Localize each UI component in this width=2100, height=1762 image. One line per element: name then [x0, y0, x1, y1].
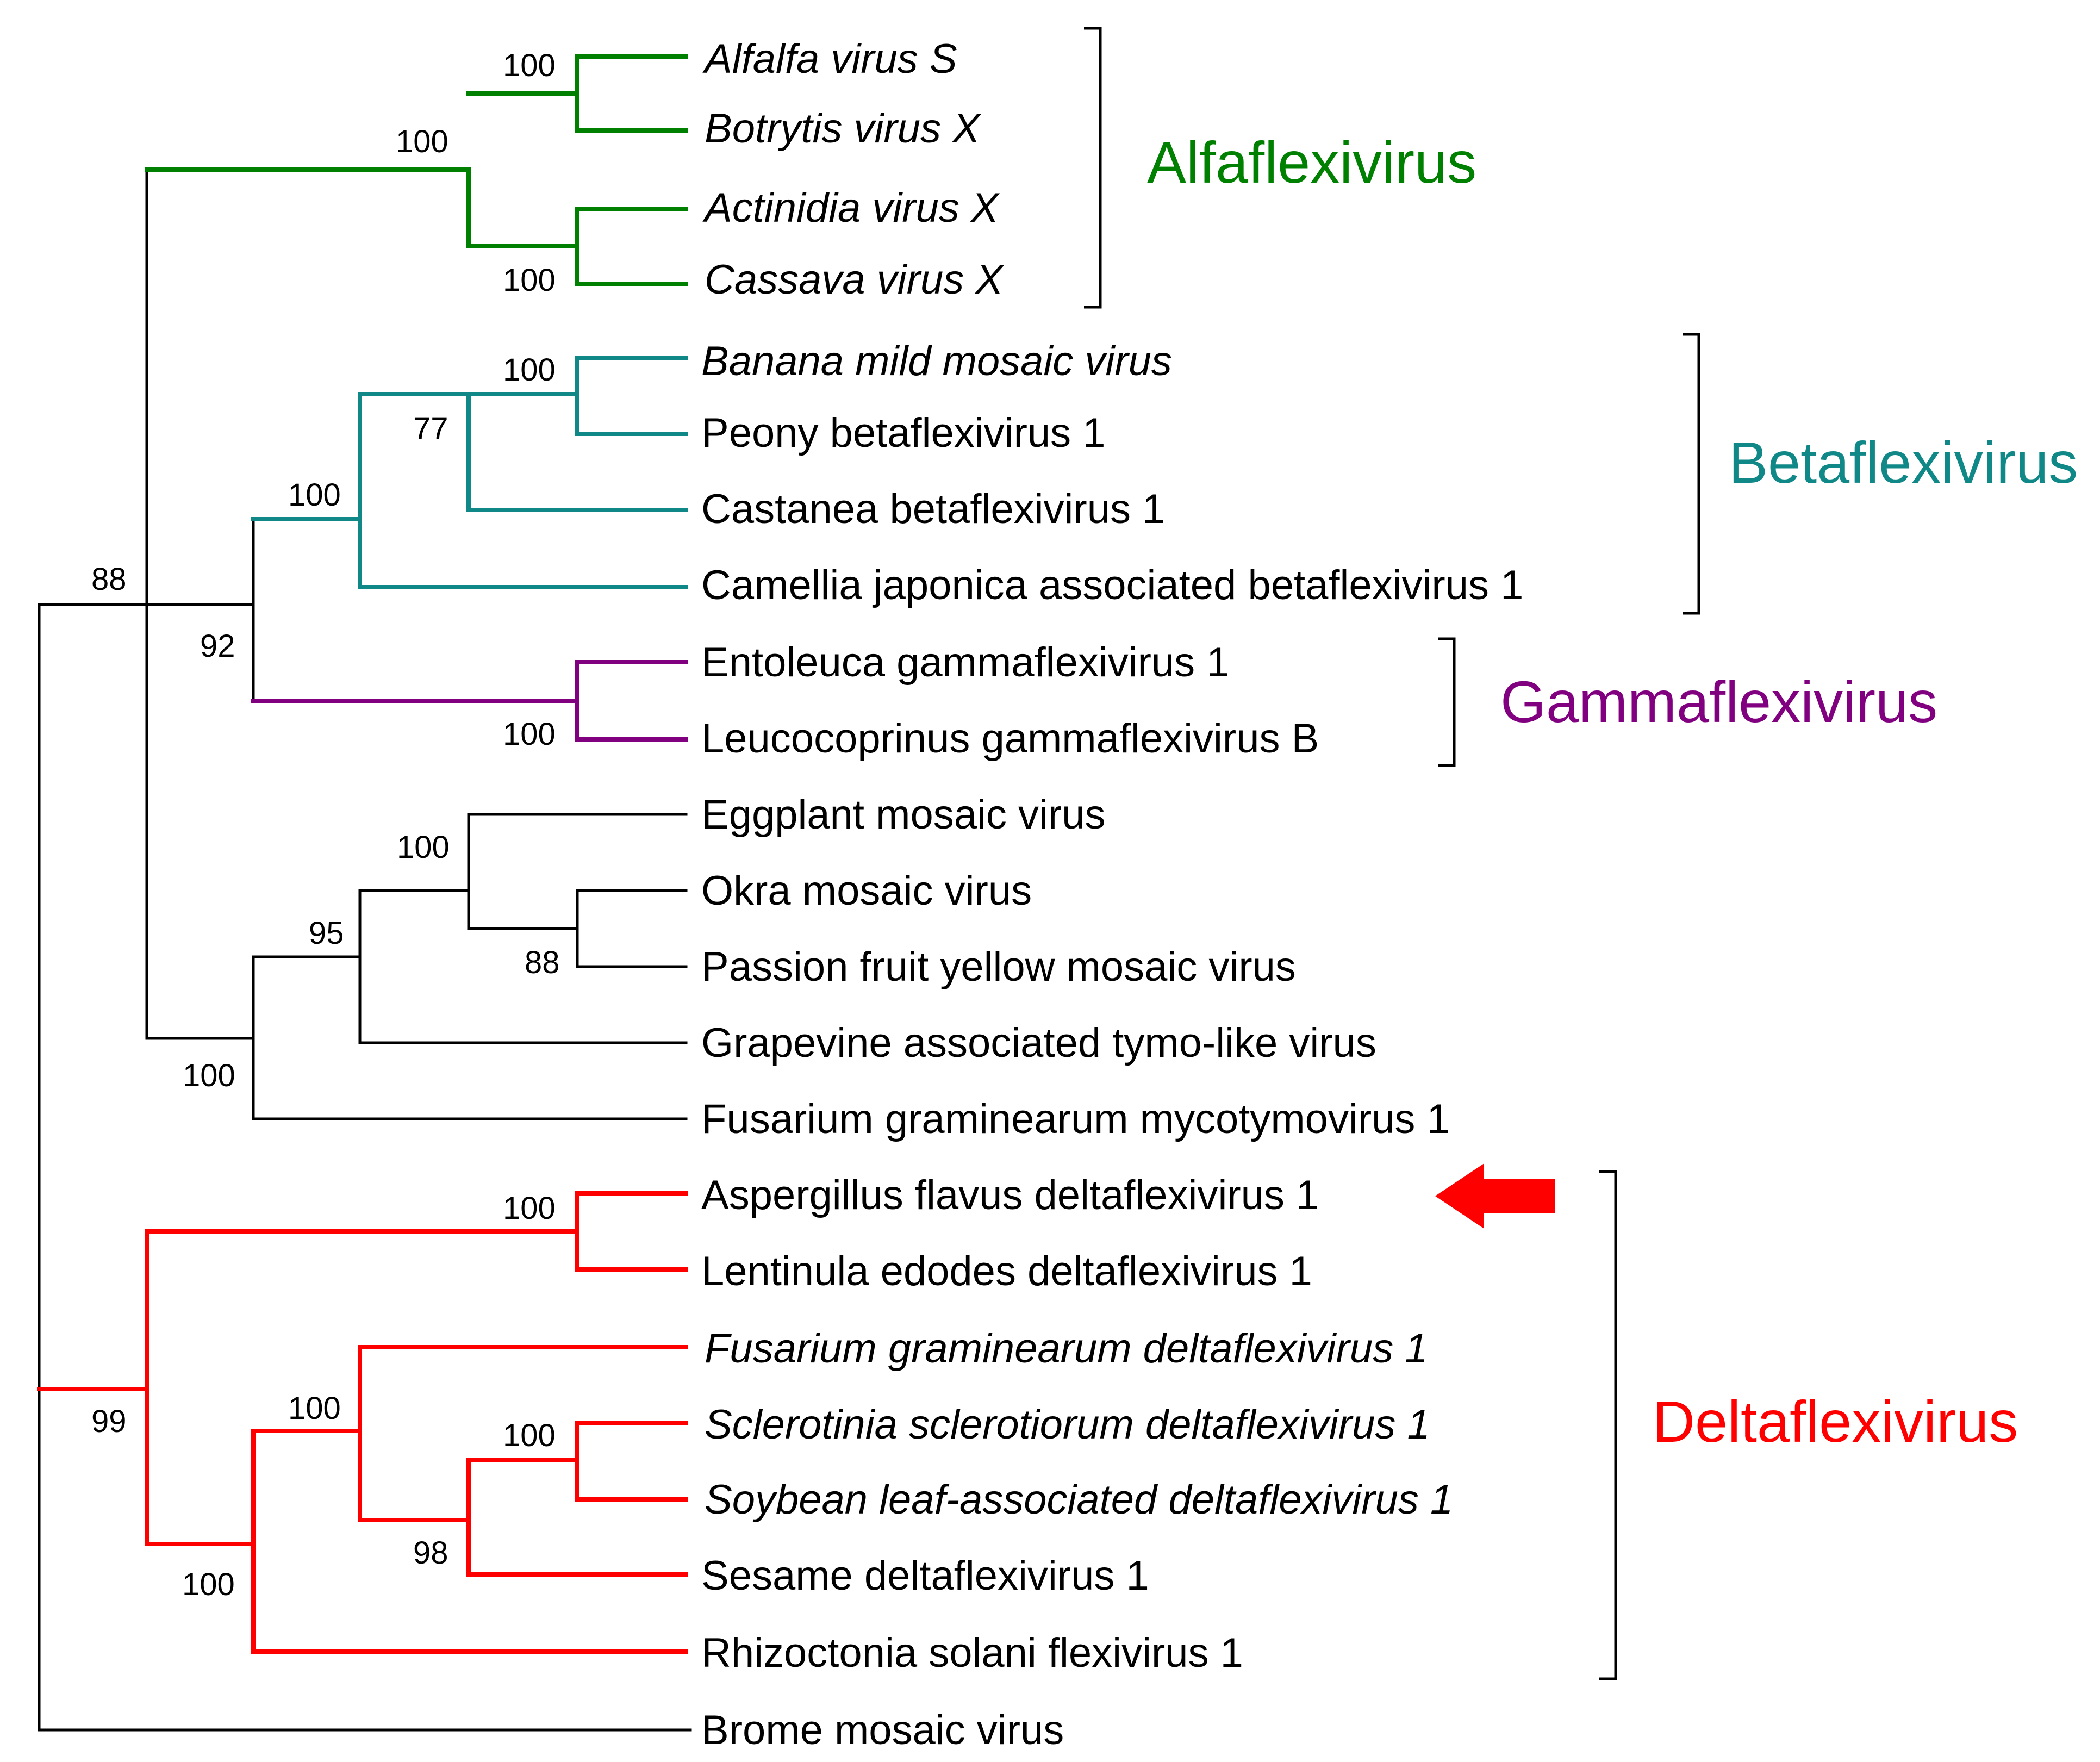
clade-brackets — [1084, 27, 1700, 1680]
taxon-sesame-deltaflexivirus-1: Sesame deltaflexivirus 1 — [701, 1553, 1149, 1599]
support-value: 77 — [413, 411, 448, 446]
taxon-fusarium-mycotymovirus-1: Fusarium graminearum mycotymovirus 1 — [701, 1096, 1450, 1142]
taxon-botrytis-virus-x: Botrytis virus X — [705, 105, 982, 152]
support-value: 100 — [182, 1567, 235, 1602]
taxon-soybean-deltaflexivirus-1: Soybean leaf-associated deltaflexivirus … — [705, 1477, 1453, 1523]
support-value: 100 — [183, 1058, 235, 1093]
clade-label-gammaflexivirus: Gammaflexivirus — [1500, 669, 1937, 734]
bracket-gammaflexivirus — [1438, 637, 1456, 767]
taxon-rhizoctonia-flexivirus-1: Rhizoctonia solani flexivirus 1 — [701, 1630, 1243, 1676]
taxon-leucocoprinus-gammaflexivirus-b: Leucocoprinus gammaflexivirus B — [701, 715, 1319, 762]
bracket-alfaflexivirus — [1084, 27, 1102, 309]
support-value: 100 — [397, 830, 450, 865]
clade-labels: Alfaflexivirus Betaflexivirus Gammaflexi… — [1147, 129, 2078, 1454]
support-value: 98 — [413, 1535, 448, 1571]
support-value: 100 — [503, 1418, 556, 1453]
taxon-lentinula-edodes-deltaflexivirus-1: Lentinula edodes deltaflexivirus 1 — [701, 1248, 1312, 1294]
taxon-fusarium-deltaflexivirus-1: Fusarium graminearum deltaflexivirus 1 — [705, 1325, 1428, 1372]
clade-label-deltaflexivirus: Deltaflexivirus — [1653, 1389, 2018, 1454]
taxon-peony-betaflexivirus-1: Peony betaflexivirus 1 — [701, 410, 1106, 456]
support-value: 92 — [200, 628, 235, 664]
highlight-arrow-icon — [1435, 1163, 1555, 1229]
support-value: 100 — [396, 124, 448, 159]
support-value: 100 — [503, 48, 556, 83]
bracket-betaflexivirus — [1683, 333, 1700, 615]
taxon-grapevine-tymo-like-virus: Grapevine associated tymo-like virus — [701, 1020, 1376, 1066]
support-value: 99 — [91, 1404, 127, 1439]
clade-label-betaflexivirus: Betaflexivirus — [1729, 429, 2078, 495]
taxon-alfalfa-virus-s: Alfalfa virus S — [702, 36, 957, 82]
support-value: 88 — [91, 562, 127, 597]
support-value: 95 — [309, 916, 344, 951]
support-values: 100 100 100 100 77 100 92 100 88 100 88 … — [91, 48, 560, 1602]
bracket-deltaflexivirus — [1599, 1170, 1617, 1680]
support-value: 88 — [525, 945, 560, 980]
support-value: 100 — [503, 263, 556, 298]
support-value: 100 — [503, 352, 556, 388]
taxon-castanea-betaflexivirus-1: Castanea betaflexivirus 1 — [701, 486, 1165, 532]
support-value: 100 — [288, 1391, 341, 1426]
clade-label-alfaflexivirus: Alfaflexivirus — [1147, 129, 1476, 195]
support-value: 100 — [503, 717, 556, 752]
taxon-actinidia-virus-x: Actinidia virus X — [702, 185, 1000, 231]
taxon-eggplant-mosaic-virus: Eggplant mosaic virus — [701, 792, 1105, 838]
taxon-passion-fruit-yellow-mosaic-virus: Passion fruit yellow mosaic virus — [701, 944, 1296, 990]
taxon-sclerotinia-deltaflexivirus-1: Sclerotinia sclerotiorum deltaflexivirus… — [705, 1402, 1430, 1448]
taxon-cassava-virus-x: Cassava virus X — [705, 257, 1005, 303]
support-value: 100 — [503, 1191, 556, 1226]
taxon-entoleuca-gammaflexivirus-1: Entoleuca gammaflexivirus 1 — [701, 639, 1230, 686]
taxon-okra-mosaic-virus: Okra mosaic virus — [701, 868, 1032, 914]
taxon-labels: Alfalfa virus S Botrytis virus X Actinid… — [701, 36, 1523, 1753]
tree-branch — [38, 603, 692, 1732]
taxon-banana-mild-mosaic-virus: Banana mild mosaic virus — [701, 338, 1172, 384]
tree-branches — [37, 54, 692, 1732]
taxon-camellia-japonica-betaflexivirus-1: Camellia japonica associated betaflexivi… — [701, 562, 1523, 608]
taxon-aspergillus-flavus-deltaflexivirus-1: Aspergillus flavus deltaflexivirus 1 — [701, 1172, 1319, 1218]
taxon-brome-mosaic-virus: Brome mosaic virus — [701, 1707, 1064, 1753]
support-value: 100 — [288, 477, 341, 513]
